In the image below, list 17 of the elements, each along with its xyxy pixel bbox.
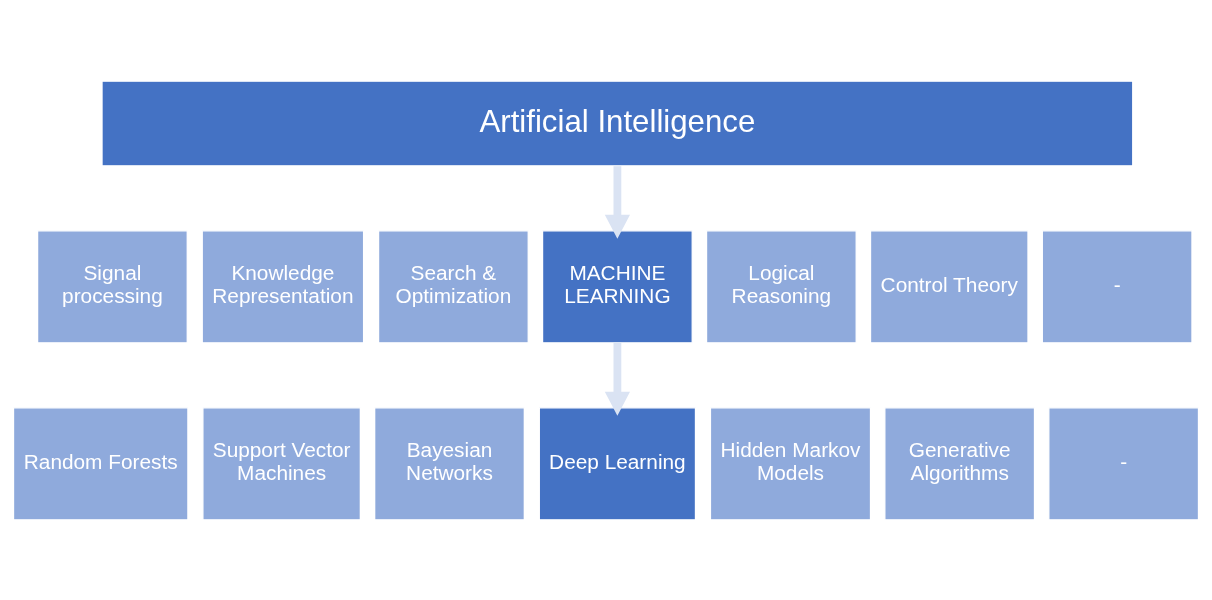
arrow [604, 165, 630, 239]
node-box: Random Forests [12, 406, 189, 520]
node-box: - [1041, 229, 1193, 343]
node-box: Knowledge Representation [201, 229, 365, 343]
node-box: - [1048, 406, 1200, 520]
node-box: Hidden Markov Models [709, 406, 872, 520]
arrow [604, 342, 630, 416]
node-box: Artificial Intelligence [101, 80, 1134, 166]
node-box: Search & Optimization [377, 229, 529, 343]
node-box: Signal processing [36, 229, 188, 343]
node-box: Bayesian Networks [374, 406, 525, 520]
node-box: Generative Algorithms [884, 406, 1036, 520]
node-box: Support Vector Machines [202, 406, 361, 520]
node-box: Deep Learning [538, 406, 697, 520]
node-box: MACHINE LEARNING [541, 229, 693, 343]
node-box: Logical Reasoning [705, 229, 857, 343]
node-box: Control Theory [869, 229, 1029, 343]
